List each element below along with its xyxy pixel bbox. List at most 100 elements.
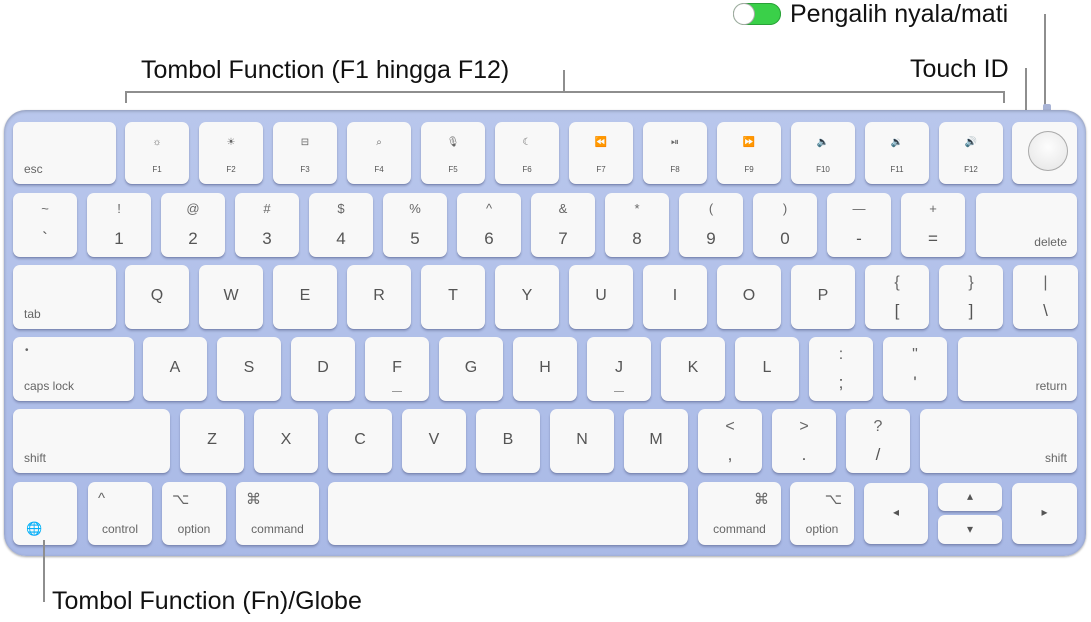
- key-x[interactable]: X: [254, 409, 318, 473]
- key-arrow-down[interactable]: ▾: [938, 515, 1002, 544]
- key-f9[interactable]: ⏩F9: [717, 122, 781, 184]
- key-w[interactable]: W: [199, 265, 263, 329]
- key-command-right-label: command: [713, 522, 766, 536]
- key-punct-home-0[interactable]: :;: [809, 337, 873, 401]
- key-f11[interactable]: 🔉F11: [865, 122, 929, 184]
- key-u[interactable]: U: [569, 265, 633, 329]
- key-r[interactable]: R: [347, 265, 411, 329]
- key-number-4[interactable]: $4: [309, 193, 373, 257]
- key-f11-label: F11: [890, 165, 904, 174]
- key-number-0[interactable]: ~`: [13, 193, 77, 257]
- key-v[interactable]: V: [402, 409, 466, 473]
- key-option-right[interactable]: ⌥ option: [790, 482, 854, 545]
- key-control[interactable]: ^ control: [88, 482, 152, 545]
- key-fn-globe[interactable]: 🌐: [13, 482, 77, 545]
- key-number-6[interactable]: ^6: [457, 193, 521, 257]
- key-option-left[interactable]: ⌥ option: [162, 482, 226, 545]
- key-f10[interactable]: 🔈F10: [791, 122, 855, 184]
- key-number-2-base: 2: [188, 229, 198, 248]
- key-punct-bottom-1[interactable]: >.: [772, 409, 836, 473]
- key-control-label: control: [101, 522, 139, 536]
- key-p[interactable]: P: [791, 265, 855, 329]
- key-e[interactable]: E: [273, 265, 337, 329]
- key-number-10[interactable]: )0: [753, 193, 817, 257]
- key-h[interactable]: H: [513, 337, 577, 401]
- key-f6[interactable]: ☾F6: [495, 122, 559, 184]
- key-delete-label: delete: [1034, 235, 1067, 249]
- key-number-4-shifted: $: [337, 201, 345, 216]
- key-number-1[interactable]: !1: [87, 193, 151, 257]
- key-delete[interactable]: delete: [976, 193, 1077, 257]
- key-f7[interactable]: ⏪F7: [569, 122, 633, 184]
- key-k[interactable]: K: [661, 337, 725, 401]
- key-c[interactable]: C: [328, 409, 392, 473]
- key-f3[interactable]: ⊟F3: [273, 122, 337, 184]
- key-arrow-right[interactable]: ▸: [1012, 483, 1077, 544]
- key-arrow-left[interactable]: ◂: [864, 483, 928, 544]
- key-punct-home-0-base: ;: [838, 373, 844, 392]
- key-number-3[interactable]: #3: [235, 193, 299, 257]
- key-q[interactable]: Q: [125, 265, 189, 329]
- key-tab[interactable]: tab: [13, 265, 116, 329]
- key-f1-label: F1: [152, 165, 162, 174]
- key-a[interactable]: A: [143, 337, 207, 401]
- key-n[interactable]: N: [550, 409, 614, 473]
- key-number-8[interactable]: *8: [605, 193, 669, 257]
- key-f12[interactable]: 🔊F12: [939, 122, 1003, 184]
- key-command-left[interactable]: ⌘ command: [236, 482, 319, 545]
- key-bracket-2[interactable]: |\: [1013, 265, 1078, 329]
- key-j[interactable]: J: [587, 337, 651, 401]
- key-l[interactable]: L: [735, 337, 799, 401]
- key-punct-bottom-0[interactable]: <,: [698, 409, 762, 473]
- key-s[interactable]: S: [217, 337, 281, 401]
- touch-id-sensor[interactable]: [1028, 131, 1068, 171]
- key-punct-home-1[interactable]: "': [883, 337, 947, 401]
- key-f2[interactable]: ☀F2: [199, 122, 263, 184]
- fn-globe-leader-line: [43, 540, 45, 602]
- key-f2-label: F2: [226, 165, 236, 174]
- key-bracket-1-base: ]: [968, 301, 974, 320]
- key-q-label: Q: [150, 287, 164, 304]
- key-number-5[interactable]: %5: [383, 193, 447, 257]
- key-caps-lock[interactable]: • caps lock: [13, 337, 134, 401]
- key-shift-left[interactable]: shift: [13, 409, 170, 473]
- key-number-1-base: 1: [114, 229, 124, 248]
- f7-icon: ⏪: [594, 137, 608, 148]
- key-shift-right[interactable]: shift: [920, 409, 1077, 473]
- command-icon: ⌘: [754, 491, 769, 508]
- key-punct-bottom-2-shifted: ?: [873, 418, 883, 435]
- key-f9-label: F9: [744, 165, 754, 174]
- key-f4[interactable]: ⌕F4: [347, 122, 411, 184]
- key-bracket-0[interactable]: {[: [865, 265, 929, 329]
- key-o[interactable]: O: [717, 265, 781, 329]
- key-l-label: L: [762, 359, 772, 376]
- key-f8[interactable]: ⏯F8: [643, 122, 707, 184]
- key-number-7[interactable]: &7: [531, 193, 595, 257]
- key-f5[interactable]: 🎙F5: [421, 122, 485, 184]
- key-t-label: T: [448, 287, 458, 304]
- key-number-11[interactable]: —-: [827, 193, 891, 257]
- key-f1[interactable]: ☼F1: [125, 122, 189, 184]
- f8-icon: ⏯: [671, 137, 679, 148]
- key-punct-bottom-2[interactable]: ?/: [846, 409, 910, 473]
- key-esc[interactable]: esc: [13, 122, 116, 184]
- key-g[interactable]: G: [439, 337, 503, 401]
- key-f[interactable]: F: [365, 337, 429, 401]
- power-switch-toggle[interactable]: [733, 3, 781, 25]
- key-d[interactable]: D: [291, 337, 355, 401]
- key-i[interactable]: I: [643, 265, 707, 329]
- key-bracket-1[interactable]: }]: [939, 265, 1003, 329]
- key-b[interactable]: B: [476, 409, 540, 473]
- key-arrow-up[interactable]: ▴: [938, 483, 1002, 511]
- key-command-right[interactable]: ⌘ command: [698, 482, 781, 545]
- key-z[interactable]: Z: [180, 409, 244, 473]
- key-number-9[interactable]: (9: [679, 193, 743, 257]
- key-t[interactable]: T: [421, 265, 485, 329]
- key-y[interactable]: Y: [495, 265, 559, 329]
- key-number-2[interactable]: @2: [161, 193, 225, 257]
- key-return[interactable]: return: [958, 337, 1077, 401]
- key-m[interactable]: M: [624, 409, 688, 473]
- key-space[interactable]: [328, 482, 688, 545]
- key-number-12[interactable]: +=: [901, 193, 965, 257]
- key-v-label: V: [428, 431, 440, 448]
